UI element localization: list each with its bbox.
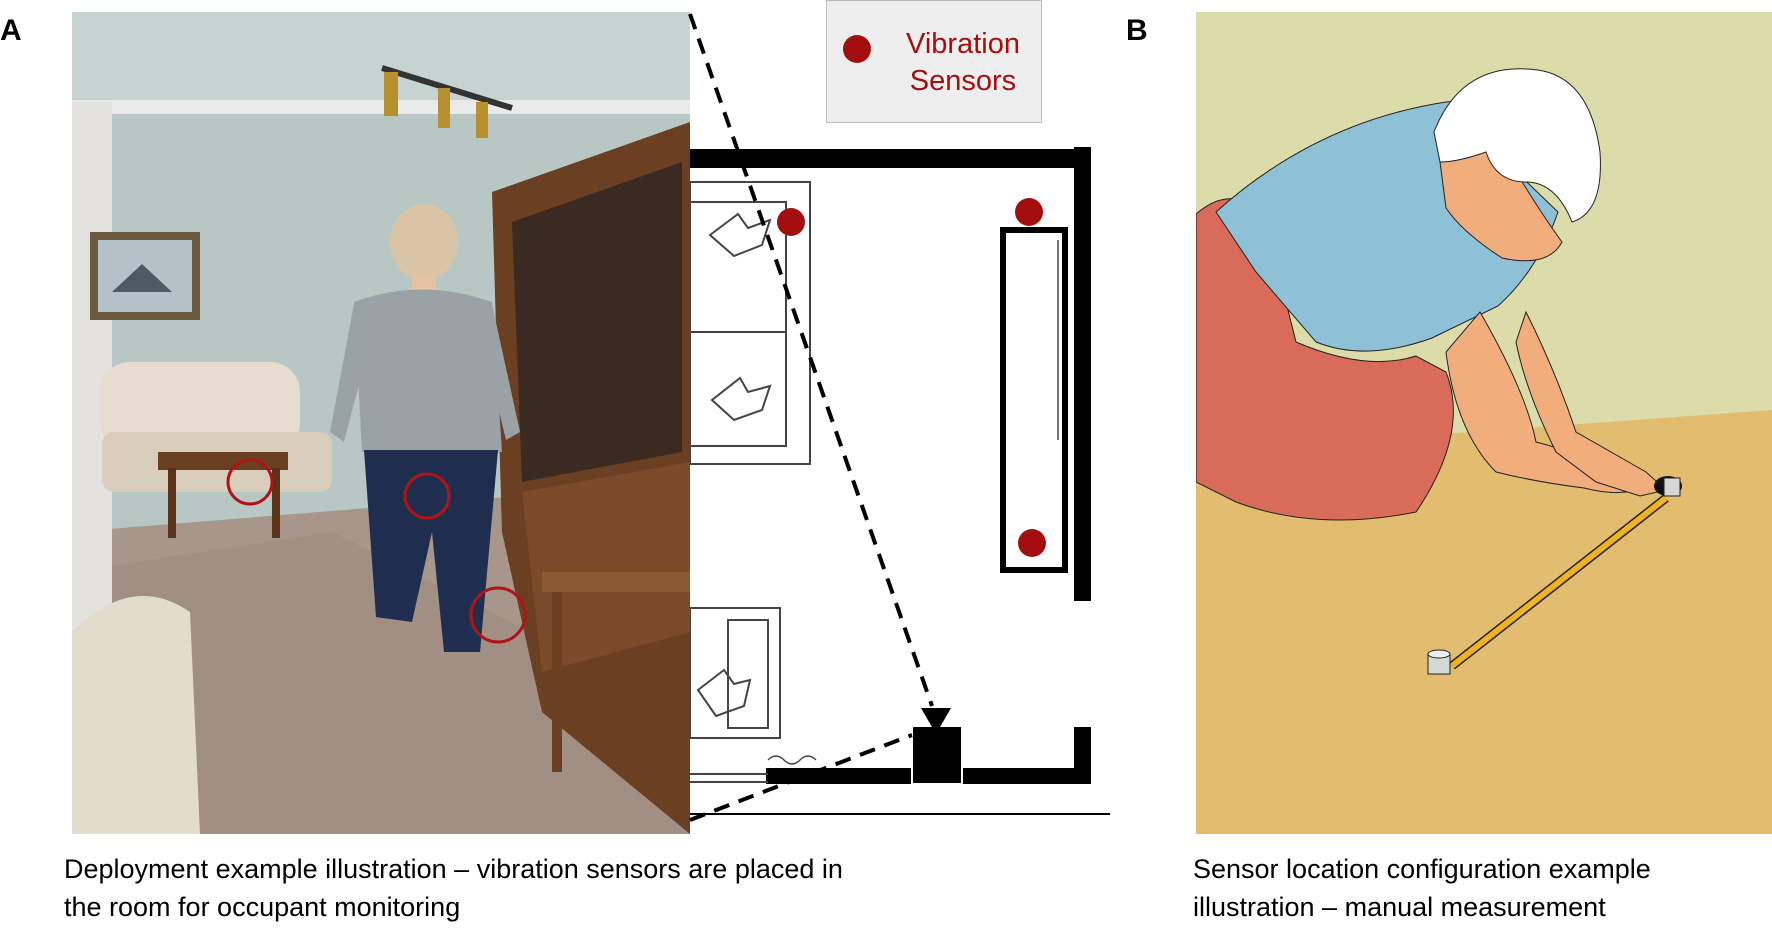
caption-b-line-2: illustration – manual measurement xyxy=(1193,892,1606,922)
measurement-illustration xyxy=(1196,12,1772,834)
panel-letter-a: A xyxy=(0,14,22,47)
caption-b-line-1: Sensor location configuration example xyxy=(1193,854,1651,884)
caption-panel-b: Sensor location configuration example il… xyxy=(1193,850,1753,926)
caption-a-line-2: the room for occupant monitoring xyxy=(64,892,461,922)
deployment-photo xyxy=(72,12,690,834)
floor-plan xyxy=(690,0,1110,840)
legend-label-line-1: Vibration xyxy=(906,28,1020,60)
legend: Vibration Sensors xyxy=(826,0,1042,123)
legend-label: Vibration Sensors xyxy=(889,26,1037,100)
legend-label-line-2: Sensors xyxy=(909,65,1017,97)
caption-a-line-1: Deployment example illustration – vibrat… xyxy=(64,854,843,884)
panel-letter-b: B xyxy=(1126,14,1148,47)
caption-panel-a: Deployment example illustration – vibrat… xyxy=(64,850,964,926)
legend-marker xyxy=(843,35,871,63)
